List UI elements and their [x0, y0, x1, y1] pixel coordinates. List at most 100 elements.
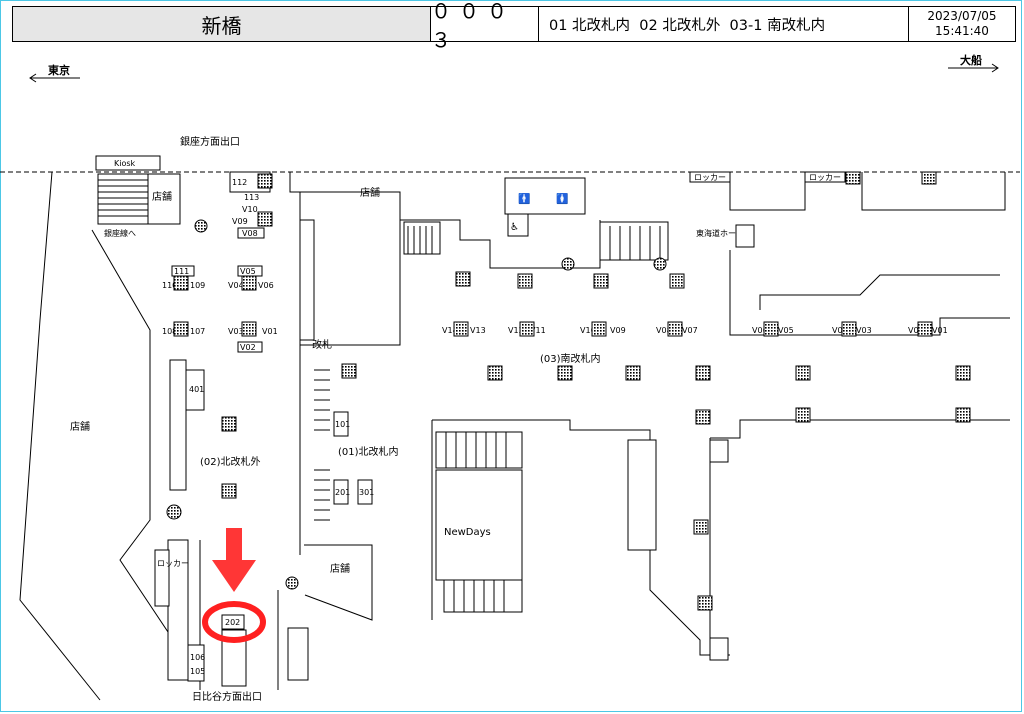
accessible-glyph: ♿ — [510, 222, 519, 233]
gate-list: 01 北改札内 02 北改札外 03-1 南改札内 — [539, 7, 909, 41]
ad-code-108: 108 — [162, 327, 177, 336]
kiosk-label: Kiosk — [114, 159, 136, 168]
locker-label-2: ロッカー — [694, 173, 726, 182]
ad-code-109: 109 — [190, 281, 205, 290]
ad-code-V02: V02 — [240, 343, 256, 352]
ad-code-r14: V14 — [442, 326, 458, 335]
direction-ofuna: 大船 — [948, 53, 999, 73]
wall-south-upper — [400, 219, 601, 269]
ad-code-V03: V03 — [228, 327, 244, 336]
ad-code-r10: V10 — [580, 326, 596, 335]
ad-code-r11: V11 — [530, 326, 546, 335]
exit-ginza-label: 銀座方面出口 — [180, 135, 240, 148]
direction-tokyo: 東京 — [29, 63, 80, 83]
wall-south-step-2 — [759, 274, 1000, 310]
timestamp: 2023/07/05 15:41:40 — [909, 7, 1015, 41]
highlight-ring — [202, 601, 266, 643]
elevator-icon-2 — [709, 439, 729, 463]
ad-code-111: 111 — [174, 267, 189, 276]
ad-code-r02: V02 — [908, 326, 924, 335]
ad-code-101: 101 — [335, 420, 350, 429]
stairs-newdays-bottom — [443, 579, 523, 613]
shop-label-1: 店舗 — [152, 190, 172, 203]
ad-code-V06: V06 — [258, 281, 274, 290]
ginza-line-label: 銀座線へ — [104, 228, 136, 238]
shop-label-3: 店舗 — [330, 562, 350, 575]
ticket-machines — [299, 219, 315, 341]
date-text: 2023/07/05 — [927, 9, 997, 23]
stairs-newdays-top — [435, 431, 523, 469]
ad-code-r08: V08 — [656, 326, 672, 335]
stairs-ginza — [97, 173, 149, 225]
ad-box-106 — [187, 644, 205, 682]
station-name: 新橋 — [13, 7, 431, 41]
ad-code-r07: V07 — [682, 326, 698, 335]
locker-label-1: ロッカー — [157, 559, 189, 568]
shop-label-2: 店舗 — [70, 420, 90, 433]
wall-left-outer — [19, 171, 101, 701]
locker-column-401 — [169, 359, 187, 491]
ad-code-401: 401 — [189, 385, 204, 394]
ad-code-V10: V10 — [242, 205, 258, 214]
wall-top-right-2 — [861, 172, 1006, 211]
newdays-shop — [435, 469, 523, 581]
ad-code-V04: V04 — [228, 281, 244, 290]
exit-hibiya-label: 日比谷方面出口 — [192, 690, 262, 703]
ad-code-r06: V06 — [752, 326, 768, 335]
time-text: 15:41:40 — [935, 24, 989, 38]
ad-code-201: 201 — [335, 488, 350, 497]
ad-code-V01: V01 — [262, 327, 278, 336]
wall-north-interior — [300, 191, 401, 346]
ad-code-r09: V09 — [610, 326, 626, 335]
stairs-south-2 — [599, 221, 669, 261]
elevator-icon — [735, 224, 755, 248]
shop-label-4: 店舗 — [360, 186, 380, 199]
ad-code-r03: V03 — [856, 326, 872, 335]
gate-row — [314, 369, 330, 521]
round-pillars — [166, 219, 667, 590]
restroom-female-icon: 🚺 — [556, 192, 568, 205]
restroom-male-icon: 🚹 — [518, 192, 530, 205]
pillars — [173, 171, 971, 611]
ad-box-V02 — [237, 341, 263, 353]
header-bar: 新橋 ０００３ 01 北改札内 02 北改札外 03-1 南改札内 2023/0… — [12, 0, 1016, 52]
ad-code-202: 202 — [225, 618, 240, 627]
shop-box-3 — [304, 544, 373, 621]
elevator-icon-3 — [709, 637, 729, 661]
locker-label-3: ロッカー — [809, 173, 841, 182]
ad-code-110: 110 — [162, 281, 177, 290]
wall-left-inner — [91, 229, 181, 651]
accessible-icon — [507, 213, 529, 237]
ad-box-V08 — [237, 227, 265, 239]
north-in-label: (01)北改札内 — [338, 445, 399, 458]
ad-code-r01: V01 — [932, 326, 948, 335]
south-in-label: (03)南改札内 — [540, 352, 601, 365]
ad-box-301 — [357, 479, 373, 505]
ad-code-V09: V09 — [232, 217, 248, 226]
ad-code-105: 105 — [190, 667, 205, 676]
north-out-label: (02)北改札外 — [200, 455, 261, 468]
ad-code-113: 113 — [244, 193, 259, 202]
ad-code-r05: V05 — [778, 326, 794, 335]
ad-box-101 — [333, 411, 349, 437]
ad-code-r13: V13 — [470, 326, 486, 335]
pillar-right — [287, 627, 309, 681]
ad-box-401 — [185, 369, 205, 411]
kiosk-box — [95, 155, 161, 171]
ad-code-V08: V08 — [242, 229, 258, 238]
ad-code-301: 301 — [359, 488, 374, 497]
wall-corridor-left — [289, 172, 301, 555]
direction-left-label: 東京 — [48, 63, 70, 77]
stairs-south-1 — [403, 221, 441, 255]
restroom-block-2 — [627, 439, 657, 551]
newdays-label: NewDays — [444, 527, 491, 538]
ad-code-r04: V04 — [832, 326, 848, 335]
tokaido-label: 東海道ホームへ — [696, 228, 752, 238]
locker-box — [154, 549, 170, 607]
wall-south-step — [729, 250, 1010, 336]
ad-box-202 — [221, 614, 245, 630]
ad-code-r12: V12 — [508, 326, 524, 335]
shop-box-1 — [147, 173, 181, 225]
